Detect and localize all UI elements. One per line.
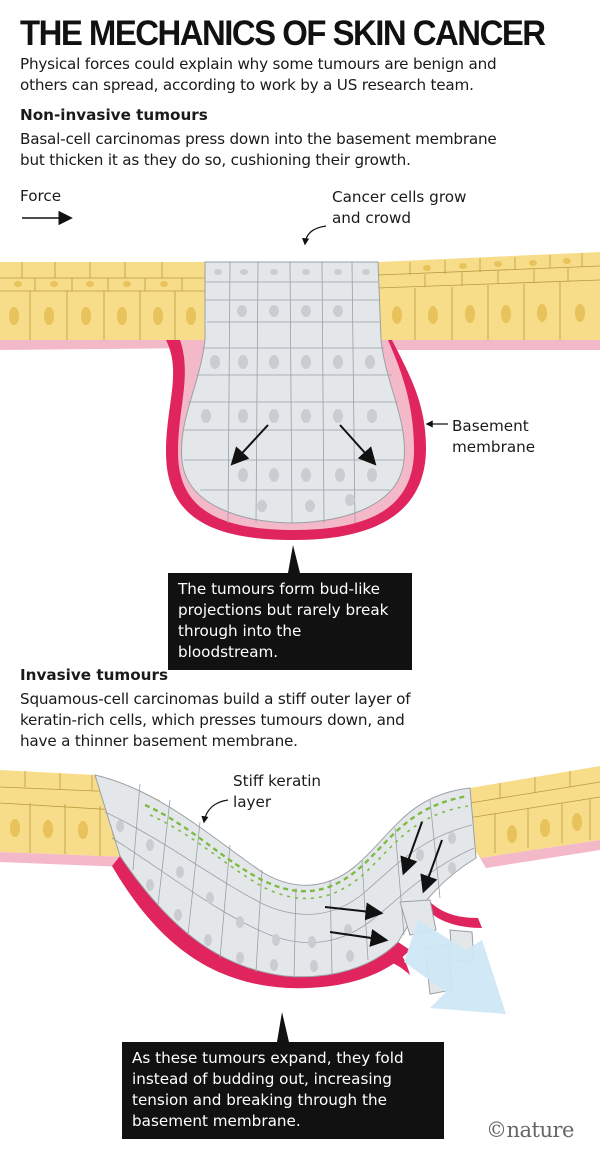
breakthrough-arrow bbox=[404, 920, 506, 1014]
description-line: have a thinner basement membrane. bbox=[20, 732, 298, 750]
non-invasive-heading: Non-invasive tumours bbox=[20, 106, 208, 124]
normal-epidermis-left bbox=[0, 262, 205, 350]
non-invasive-callout: The tumours form bud-like projections bu… bbox=[168, 573, 412, 670]
invasive-callout: As these tumours expand, they fold inste… bbox=[122, 1042, 444, 1139]
label-line: and crowd bbox=[332, 209, 412, 227]
invasive-description: Squamous-cell carcinomas build a stiff o… bbox=[20, 689, 411, 752]
keratin-layer bbox=[144, 794, 469, 900]
keratin-label-leader bbox=[201, 799, 229, 824]
description-line: keratin-rich cells, which presses tumour… bbox=[20, 711, 405, 729]
callout-pointer-top bbox=[288, 545, 300, 573]
cancer-cells-label: Cancer cells grow and crowd bbox=[332, 187, 466, 229]
label-line: Cancer cells grow bbox=[332, 188, 467, 206]
force-label: Force bbox=[20, 187, 62, 205]
keratin-label: Stiff keratin layer bbox=[233, 771, 321, 813]
basement-membrane-thin bbox=[112, 856, 410, 989]
callout-line: instead of budding out, increasing bbox=[132, 1070, 392, 1088]
intro-text: Physical forces could explain why some t… bbox=[20, 54, 497, 96]
page-title: THE MECHANICS OF SKIN CANCER bbox=[20, 14, 546, 53]
description-line: but thicken it as they do so, cushioning… bbox=[20, 151, 411, 169]
label-line: membrane bbox=[452, 438, 536, 456]
callout-line: basement membrane. bbox=[132, 1112, 301, 1130]
label-line: layer bbox=[233, 793, 272, 811]
normal-epidermis-right-invasive bbox=[462, 766, 600, 868]
description-line: Squamous-cell carcinomas build a stiff o… bbox=[20, 690, 411, 708]
fold-arrow-1 bbox=[324, 902, 384, 921]
normal-epidermis-right bbox=[377, 252, 600, 350]
callout-pointer-bottom bbox=[277, 1012, 289, 1042]
basement-membrane-label: Basement membrane bbox=[452, 416, 535, 458]
callout-line: As these tumours expand, they fold bbox=[132, 1049, 404, 1067]
fold-arrow-4 bbox=[420, 839, 443, 894]
folded-tumour bbox=[94, 774, 477, 979]
description-line: Basal-cell carcinomas press down into th… bbox=[20, 130, 497, 148]
non-invasive-description: Basal-cell carcinomas press down into th… bbox=[20, 129, 497, 171]
fold-arrow-3 bbox=[400, 821, 423, 876]
label-line: Basement bbox=[452, 417, 529, 435]
intro-line: Physical forces could explain why some t… bbox=[20, 55, 497, 73]
pressure-arrow-right bbox=[339, 424, 377, 466]
label-line: Stiff keratin bbox=[233, 772, 322, 790]
pressure-arrow-left bbox=[230, 424, 269, 466]
callout-line: through into the bloodstream. bbox=[178, 622, 302, 661]
callout-line: tension and breaking through the bbox=[132, 1091, 387, 1109]
callout-line: The tumours form bud-like bbox=[178, 580, 381, 598]
nature-credit: ©nature bbox=[486, 1118, 574, 1142]
membrane-fragment-right bbox=[428, 900, 482, 928]
callout-line: projections but rarely break bbox=[178, 601, 389, 619]
invasive-heading: Invasive tumours bbox=[20, 666, 169, 684]
cells-label-leader bbox=[301, 225, 327, 246]
cancer-bud bbox=[181, 261, 405, 524]
fold-arrow-2 bbox=[329, 929, 389, 947]
intro-line: others can spread, according to work by … bbox=[20, 76, 474, 94]
